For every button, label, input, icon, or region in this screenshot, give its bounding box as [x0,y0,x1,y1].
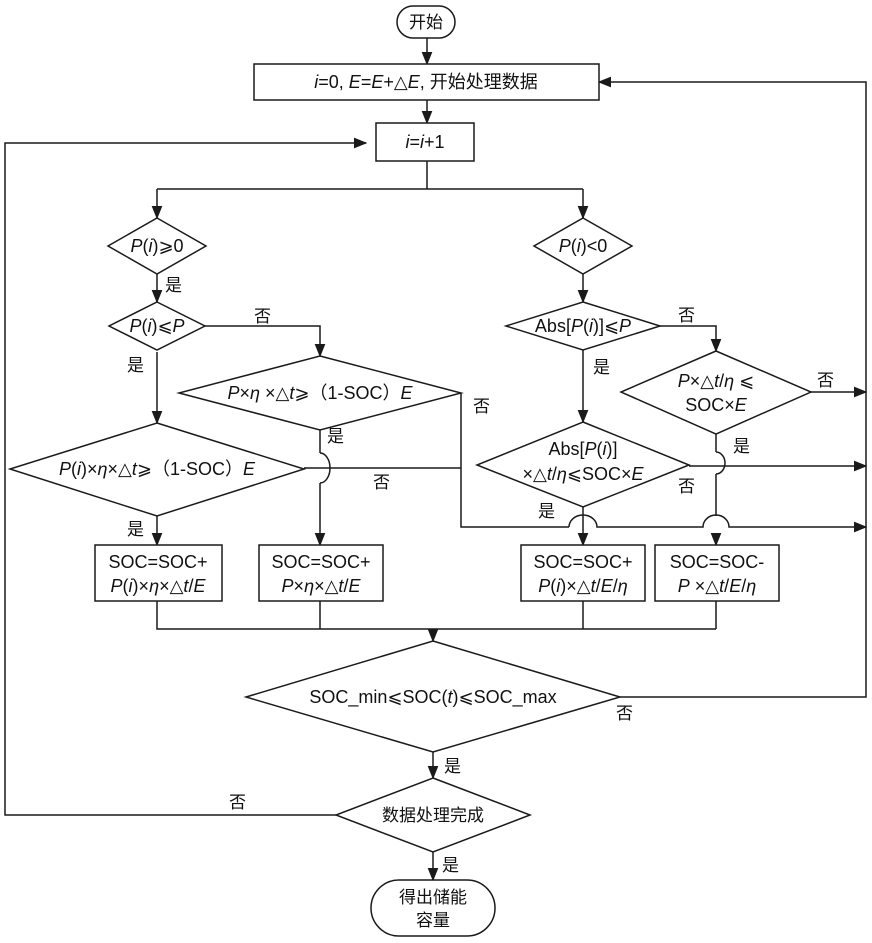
decision-pos-big-shape [176,355,464,431]
label-no-pos-big: 否 [473,397,490,417]
decision-pos-small-shape [7,422,307,517]
end-line1: 得出储能 [399,888,467,908]
process-box-1: SOC=SOC+ P(i)×η×△t/E [94,544,223,602]
decision-pos-text: P(i)⩾0 [130,236,183,256]
arrow-soc-no-loop [597,76,867,698]
decision-soc: SOC_min⩽SOC(t)⩽SOC_max [243,640,623,753]
label-no-pos-le: 否 [254,307,271,327]
process-box-4: SOC=SOC- P ×△t/E/η [654,544,780,602]
decision-pos-le-shape [107,301,207,351]
label-no-neg-small: 否 [678,477,695,497]
end-node: 得出储能 容量 [370,879,496,937]
decision-pos-le-text: P(i)⩽P [129,316,184,336]
start-text: 开始 [409,13,443,33]
decision-soc-text: SOC_min⩽SOC(t)⩽SOC_max [309,687,556,708]
decision-neg-text: P(i)<0 [559,236,608,256]
decision-neg-big-line1: P×△t/η ⩽ [678,371,755,391]
decision-abs-shape [503,301,663,351]
label-yes-neg-big: 是 [733,437,750,457]
decision-pos-big-text: P×η ×△t⩾（1-SOC）E [227,383,413,403]
decision-pos: P(i)⩾0 [106,217,208,275]
decision-soc-shape [243,640,623,753]
decision-pos-small-text: P(i)×η×△t⩾（1-SOC）E [59,459,256,479]
end-line2: 容量 [416,911,450,931]
process-box-4-shape [654,544,780,602]
bridge-right-upper [715,451,726,475]
process-box-1-line1: SOC=SOC+ [108,552,207,572]
decision-pos-shape [106,217,208,275]
process-box-2-line1: SOC=SOC+ [271,552,370,572]
process-box-4-line2: P ×△t/E/η [678,576,756,596]
label-yes-pos: 是 [165,276,182,296]
connectors [4,38,868,882]
process-box-2: SOC=SOC+ P×η×△t/E [258,544,384,602]
decision-neg-big-line2: SOC×E [685,395,748,415]
decision-neg-big: P×△t/η ⩽ SOC×E [619,350,813,435]
decision-neg-shape [532,217,634,275]
process-box-4-line1: SOC=SOC- [670,552,765,572]
init-text: i=0, E=E+△E, 开始处理数据 [314,72,537,92]
process-box-1-line2: P(i)×η×△t/E [111,576,207,596]
label-no-abs: 否 [678,306,695,326]
process-box-3: SOC=SOC+ P(i)×△t/E/η [520,544,646,602]
decision-pos-small: P(i)×η×△t⩾（1-SOC）E [7,422,307,517]
decision-done-text: 数据处理完成 [382,806,484,826]
label-no-neg-big: 否 [817,371,834,391]
decision-neg-small-shape [474,421,692,508]
label-yes-pos-le: 是 [127,356,144,376]
init-shape [253,63,600,101]
decision-abs: Abs[P(i)]⩽P [503,301,663,351]
arrow-le-no [205,325,326,358]
label-no-soc: 否 [616,704,633,724]
end-shape [370,879,496,937]
merge-line [156,601,717,630]
decision-done: 数据处理完成 [333,777,533,853]
process-box-3-shape [520,544,646,602]
label-yes-abs: 是 [593,358,610,378]
decision-pos-le: P(i)⩽P [107,301,207,351]
label-yes-neg-small: 是 [538,502,555,522]
label-yes-soc: 是 [444,757,461,777]
label-no-pos-small: 否 [373,473,390,493]
increment-box: i=i+1 [375,122,475,162]
label-yes-done: 是 [442,856,459,876]
split-line [157,161,583,190]
start-node: 开始 [396,5,456,39]
label-yes-pos-big: 是 [327,427,344,447]
decision-pos-big: P×η ×△t⩾（1-SOC）E [176,355,464,431]
process-box-3-line1: SOC=SOC+ [533,552,632,572]
label-no-done: 否 [229,793,246,813]
decision-neg-big-shape [619,350,813,435]
start-shape [396,5,456,39]
increment-text: i=i+1 [405,132,444,152]
process-box-2-line2: P×η×△t/E [282,576,362,596]
decision-neg-small-line1: Abs[P(i)] [548,439,617,459]
decision-neg: P(i)<0 [532,217,634,275]
arrow-left-no-to-right [568,514,868,533]
branch-labels: 是 否 是 否 是 否 是 否 是 否 是 否 是 否 是 否 是 [127,276,834,876]
increment-shape [375,122,475,162]
arrow-done-no-loop [4,137,368,816]
init-box: i=0, E=E+△E, 开始处理数据 [253,63,600,101]
process-box-2-shape [258,544,384,602]
decision-abs-text: Abs[P(i)]⩽P [535,316,631,336]
left-big-no-line [460,393,569,528]
label-yes-pos-small: 是 [127,520,144,540]
decision-neg-small: Abs[P(i)] ×△t/η⩽SOC×E [474,421,692,508]
process-box-1-shape [94,544,223,602]
decision-done-shape [333,777,533,853]
process-box-3-line2: P(i)×△t/E/η [538,576,627,596]
decision-neg-small-line2: ×△t/η⩽SOC×E [522,464,644,484]
